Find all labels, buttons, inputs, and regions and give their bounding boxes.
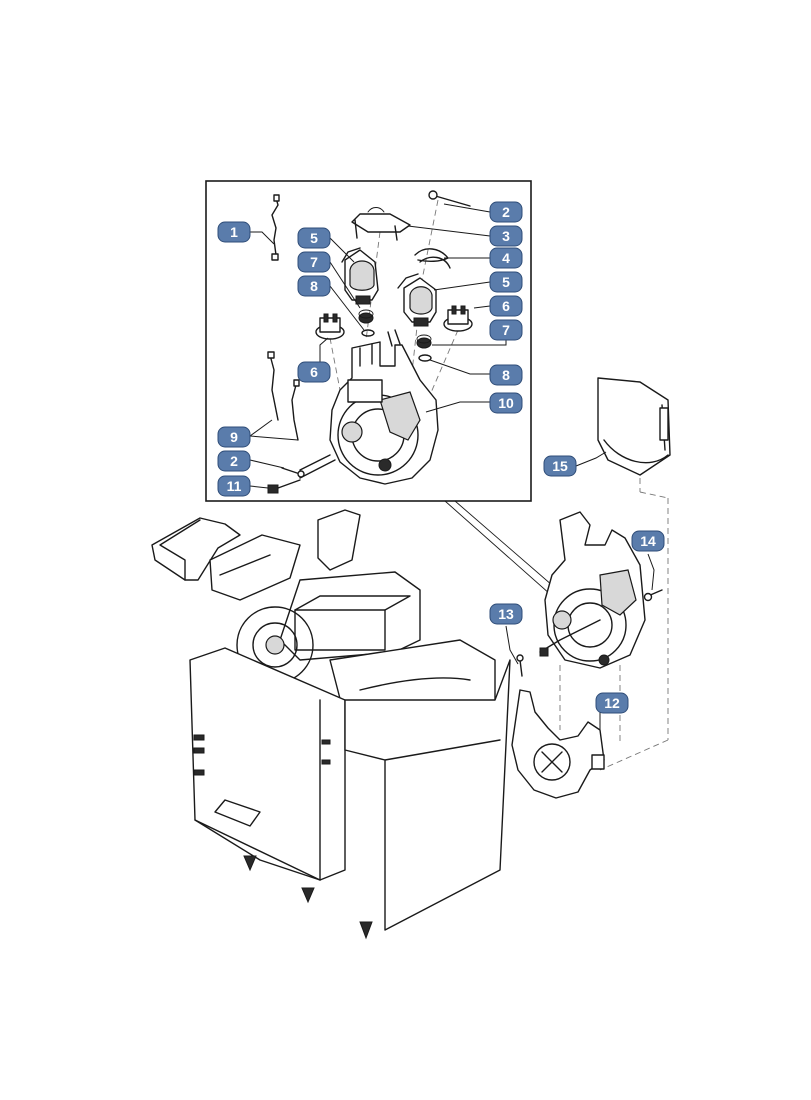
o-ring-part-8-right: [418, 354, 432, 362]
cabinet-frame-main: [151, 509, 511, 940]
callout-2-top: 2: [489, 201, 523, 223]
svg-text:8: 8: [310, 278, 318, 294]
heat-shield-part-15: [597, 377, 671, 476]
callout-12: 12: [595, 692, 629, 714]
solenoid-valve-part-5-left: [341, 247, 379, 305]
callout-11: 11: [217, 475, 251, 497]
svg-text:6: 6: [502, 298, 510, 314]
screw-part-14: [643, 589, 663, 602]
wire-part-9: [267, 351, 300, 441]
callout-13: 13: [489, 603, 523, 625]
callout-6-left: 6: [297, 361, 331, 383]
callout-10: 10: [489, 392, 523, 414]
svg-text:2: 2: [502, 204, 510, 220]
callout-15: 15: [543, 455, 577, 477]
svg-text:6: 6: [310, 364, 318, 380]
screw-part-13: [516, 654, 524, 677]
svg-text:12: 12: [604, 695, 620, 711]
callout-14: 14: [631, 530, 665, 552]
svg-text:3: 3: [502, 228, 510, 244]
svg-text:4: 4: [502, 250, 510, 266]
callout-4: 4: [489, 247, 523, 269]
svg-text:15: 15: [552, 458, 568, 474]
svg-text:7: 7: [502, 322, 510, 338]
svg-text:11: 11: [227, 478, 242, 494]
callout-8-left: 8: [297, 275, 331, 297]
callout-9: 9: [217, 426, 251, 448]
callout-7-left: 7: [297, 251, 331, 273]
callout-2-bottom: 2: [217, 450, 251, 472]
o-ring-part-8-left: [361, 329, 375, 337]
screw-part-2-top: [428, 190, 471, 207]
right-leader-lines: [505, 451, 655, 730]
svg-text:8: 8: [502, 367, 510, 383]
callout-labels: 1 2 2 3 4 5 5 6: [217, 201, 665, 714]
svg-text:1: 1: [230, 224, 238, 240]
bottom-cover-part-12: [511, 689, 605, 799]
callout-5-left: 5: [297, 227, 331, 249]
callout-5-right: 5: [489, 271, 523, 293]
solenoid-valve-part-5-right: [397, 273, 437, 327]
callout-3: 3: [489, 225, 523, 247]
callout-7-right: 7: [489, 319, 523, 341]
svg-text:14: 14: [640, 533, 656, 549]
svg-text:7: 7: [310, 254, 318, 270]
callout-8-right: 8: [489, 364, 523, 386]
svg-text:2: 2: [230, 453, 238, 469]
connector-part-11: [267, 479, 301, 494]
bracket-part-3: [351, 207, 411, 241]
spring-part-7-right: [416, 334, 432, 349]
svg-text:9: 9: [230, 429, 238, 445]
callout-1: 1: [217, 221, 251, 243]
callout-6-right: 6: [489, 295, 523, 317]
wire-harness-part-1: [271, 194, 280, 261]
svg-text:5: 5: [502, 274, 510, 290]
thermostat-part-6-left: [315, 313, 345, 340]
svg-text:5: 5: [310, 230, 318, 246]
spring-part-7-left: [358, 309, 374, 324]
svg-text:13: 13: [498, 606, 514, 622]
thermostat-part-6-right: [443, 305, 473, 332]
svg-text:10: 10: [498, 395, 514, 411]
pump-assembly-right: [539, 511, 646, 669]
screw-part-2-bottom: [281, 454, 336, 479]
pump-housing-part-10: [329, 329, 439, 485]
